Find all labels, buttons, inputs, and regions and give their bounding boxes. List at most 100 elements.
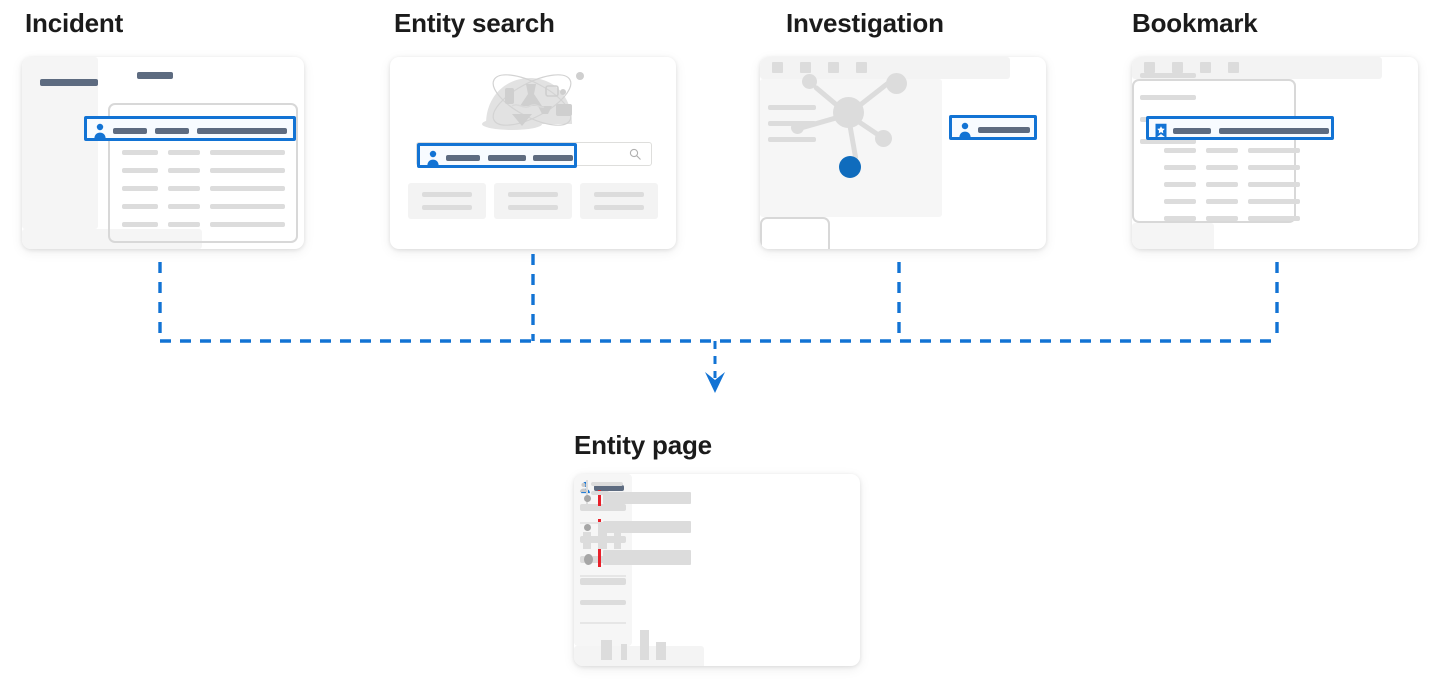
tile-line [594,205,644,210]
table-row [168,186,200,191]
alert-severity-bar [598,490,601,506]
toolbar-button[interactable] [1144,62,1155,73]
insight-chart-bar [614,532,621,549]
graph-node[interactable] [802,74,817,89]
table-row [210,204,285,209]
alert-row[interactable] [603,521,691,533]
toolbar-button[interactable] [828,62,839,73]
alert-status-dot [584,554,593,565]
table-row [122,204,158,209]
investigation-toolbar [760,57,1010,79]
entity-row-field [197,128,287,134]
investigation-graph-canvas[interactable] [760,73,942,217]
details-line [1140,95,1196,100]
identity-field [580,504,626,511]
table-row [210,222,285,227]
search-result-tile[interactable] [494,183,572,219]
bookmark-row-field [1219,128,1329,134]
graph-node[interactable] [875,130,892,147]
bookmark-title: Bookmark [1132,8,1258,38]
graph-node-hub[interactable] [833,97,864,128]
investigation-side-panel [760,105,830,249]
table-row [1206,182,1238,187]
table-row [122,168,158,173]
toolbar-button[interactable] [1228,62,1239,73]
graph-node-selected[interactable] [839,156,861,178]
alert-status-dot [584,495,591,502]
incident-rail-heading [40,79,98,86]
toolbar-button[interactable] [800,62,811,73]
person-icon [959,122,971,138]
investigation-entity-row-highlight[interactable] [949,115,1037,140]
incident-header-label [137,72,173,79]
graph-node[interactable] [886,73,907,94]
table-row [210,150,285,155]
entity-row-field [155,128,189,134]
bookmark-row-field [1173,128,1211,134]
table-row [1248,165,1300,170]
arrow-down-icon [705,372,725,393]
table-row [168,204,200,209]
table-row [1206,165,1238,170]
investigation-card[interactable] [760,57,1046,249]
table-row [168,150,200,155]
side-panel-line [768,137,816,142]
entity-row-field [113,128,147,134]
table-row [122,222,158,227]
tile-line [508,192,558,197]
table-row [1164,148,1196,153]
entity-search-title: Entity search [394,8,555,38]
divider [580,622,626,624]
alert-row[interactable] [603,492,691,504]
incident-card[interactable] [22,57,304,249]
incident-title: Incident [25,8,124,38]
alert-row[interactable] [603,550,691,565]
toolbar-button[interactable] [1200,62,1211,73]
search-token-field [533,155,573,161]
person-icon [579,482,588,493]
toolbar-button[interactable] [856,62,867,73]
tile-line [594,192,644,197]
table-row [122,150,158,155]
table-row [1164,216,1196,221]
magnifier-icon[interactable] [629,148,642,161]
bookmark-card[interactable] [1132,57,1418,249]
bookmark-details-panel [1132,73,1214,249]
search-result-tile[interactable] [580,183,658,219]
table-row [1164,199,1196,204]
details-line [1140,73,1196,78]
table-row [1206,148,1238,153]
table-row [168,168,200,173]
search-result-tile[interactable] [408,183,486,219]
investigation-title: Investigation [786,8,944,38]
insight-chart-bar [598,522,607,549]
entity-search-field-highlight[interactable] [417,143,577,168]
entity-timeline-chart [574,480,704,666]
search-illustration [482,72,584,130]
insight-line [591,482,623,486]
side-panel-line [768,121,816,126]
table-row [122,186,158,191]
table-row [210,168,285,173]
chart-bar [601,640,612,660]
search-token-field [446,155,480,161]
alert-status-dot [584,524,591,531]
tile-line [422,192,472,197]
entity-page-title: Entity page [574,430,712,460]
entity-page-card[interactable] [574,474,860,666]
toolbar-button[interactable] [772,62,783,73]
toolbar-button[interactable] [1172,62,1183,73]
search-token-field [488,155,526,161]
table-row [1248,199,1300,204]
bookmark-row-highlight[interactable] [1146,116,1334,140]
table-row [1248,148,1300,153]
table-row [210,186,285,191]
insight-chart-bar [583,532,591,549]
entity-row-field [978,127,1030,133]
insight-line [591,491,609,495]
bookmark-icon [1155,123,1167,139]
incident-entity-row-highlight[interactable] [84,116,296,141]
chart-bar [656,642,666,660]
details-line [1140,139,1196,144]
